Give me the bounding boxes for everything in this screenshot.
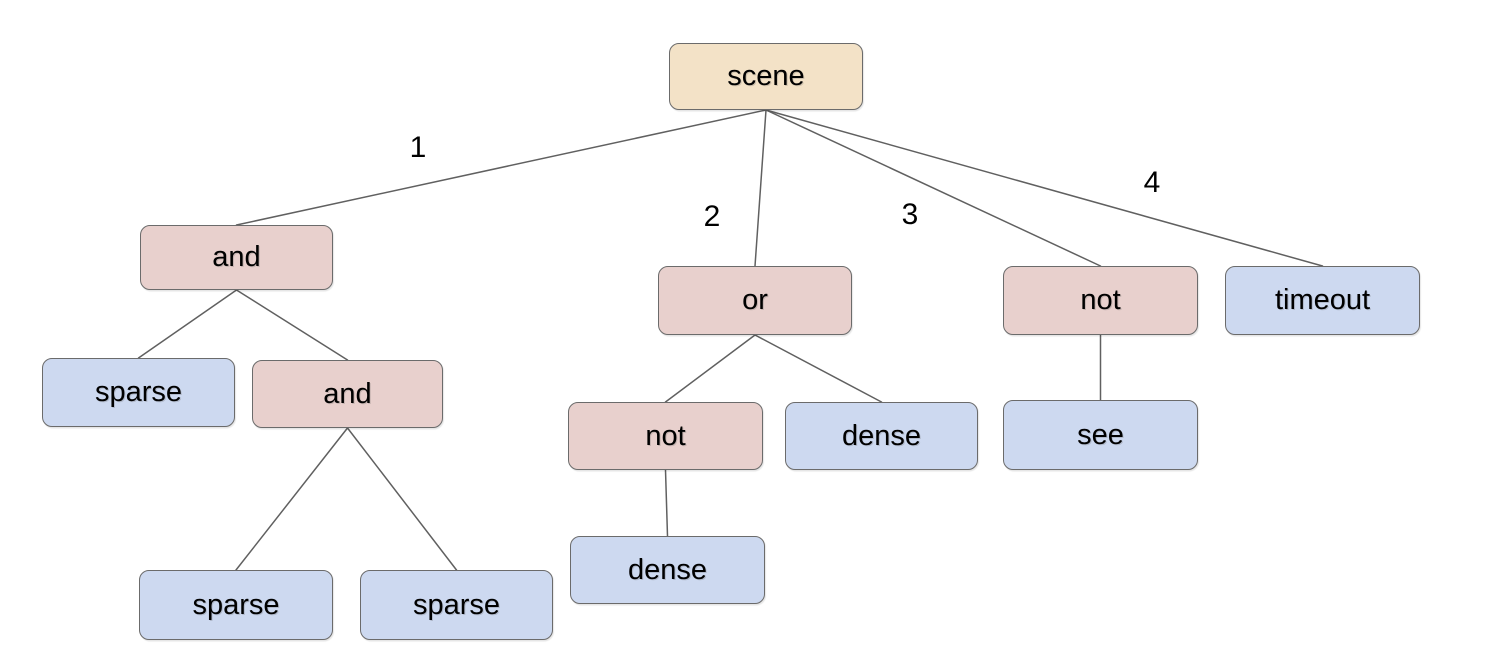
node-label: dense — [841, 419, 921, 452]
node-label: not — [645, 419, 686, 452]
node-label: dense — [627, 553, 707, 586]
edge-scene-timeout — [765, 109, 1324, 267]
node-sparse3[interactable]: sparse — [360, 570, 553, 640]
node-dense2[interactable]: dense — [570, 536, 765, 604]
node-dense1[interactable]: dense — [785, 402, 978, 470]
node-label: not — [1080, 284, 1121, 316]
edge-and2-sparse3 — [346, 427, 458, 571]
node-label: sparse — [192, 588, 280, 621]
node-not1[interactable]: not — [1003, 266, 1198, 335]
node-sparse1[interactable]: sparse — [42, 358, 235, 427]
edge-and1-and2 — [235, 289, 349, 361]
node-timeout[interactable]: timeout — [1225, 266, 1420, 335]
edge-scene-not1 — [765, 109, 1102, 267]
node-label: timeout — [1274, 284, 1371, 316]
node-or1[interactable]: or — [658, 266, 852, 335]
node-label: sparse — [412, 588, 501, 621]
node-scene[interactable]: scene — [669, 43, 863, 110]
node-and1[interactable]: and — [140, 225, 333, 290]
node-not2[interactable]: not — [568, 402, 763, 470]
edge-and2-sparse2 — [235, 427, 349, 571]
node-label: see — [1077, 418, 1124, 451]
edge-or1-dense1 — [754, 334, 883, 403]
edge-label-4: 4 — [1144, 166, 1161, 199]
edge-scene-or1 — [754, 109, 767, 267]
node-label: sparse — [94, 376, 183, 408]
edge-label-3: 3 — [902, 198, 919, 231]
edge-or1-not2 — [664, 334, 756, 403]
edge-label-1: 1 — [410, 131, 427, 164]
edge-label-2: 2 — [704, 200, 721, 233]
node-sparse2[interactable]: sparse — [139, 570, 333, 640]
node-label: scene — [727, 60, 805, 92]
node-see[interactable]: see — [1003, 400, 1198, 470]
node-label: and — [212, 241, 261, 273]
node-label: or — [742, 284, 768, 316]
node-and2[interactable]: and — [252, 360, 443, 428]
node-label: and — [323, 377, 372, 410]
edge-and1-sparse1 — [137, 289, 238, 359]
edge-scene-and1 — [235, 109, 767, 226]
edge-not2-dense2 — [664, 469, 669, 537]
